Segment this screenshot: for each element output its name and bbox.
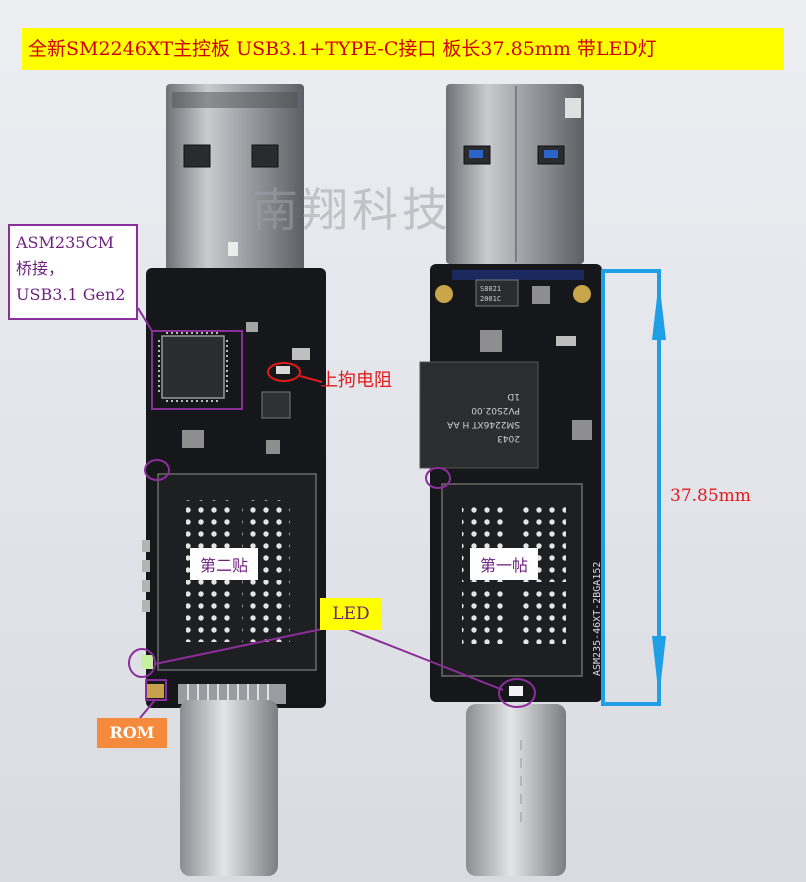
board-length-label: 37.85mm: [670, 486, 751, 506]
bridge-callout-line3: USB3.1 Gen2: [16, 285, 126, 304]
led-label: LED: [320, 598, 382, 630]
controller-chip: [419, 361, 539, 469]
first-slot-label: 第一帖: [470, 548, 539, 580]
bridge-chip: [161, 335, 225, 399]
watermark: 南翔科技: [252, 183, 452, 237]
left-type-c-connector: [180, 700, 278, 876]
rom-pads: [146, 684, 164, 698]
bridge-chip-highlight: [151, 330, 243, 410]
rom-label: ROM: [97, 718, 167, 748]
board-side-marking: ASM235-46XT-2BGA152: [592, 562, 603, 676]
left-usb-window-1: [183, 144, 211, 168]
rom-highlight: [145, 679, 167, 701]
svg-text:2043: 2043: [497, 433, 520, 443]
pull-up-resistor-label: 上拘电阻: [320, 370, 392, 391]
left-usb-a-connector: [166, 84, 304, 284]
left-led: [141, 655, 153, 669]
title-banner: 全新SM2246XT主控板 USB3.1+TYPE-C接口 板长37.85mm …: [22, 28, 784, 70]
right-pad-circle: [425, 467, 451, 489]
bridge-callout-line2: 桥接，: [16, 259, 65, 278]
svg-text:2001C: 2001C: [480, 295, 501, 303]
svg-text:SM2246XT H AA: SM2246XT H AA: [446, 419, 520, 429]
right-led: [509, 686, 523, 696]
bridge-callout: ASM235CM 桥接， USB3.1 Gen2: [8, 224, 138, 320]
right-board: S8021 2001C 2043 SM2246XT H AA PV2S02.00…: [419, 84, 603, 876]
resistor-circle: [267, 362, 301, 382]
board-length-bracket: [601, 269, 661, 706]
svg-text:1D: 1D: [507, 391, 520, 401]
bridge-callout-line1: ASM235CM: [16, 233, 115, 252]
left-pad-circle: [144, 459, 170, 481]
small-chip-marking: S8021: [480, 285, 501, 293]
right-type-c-connector: [466, 704, 566, 876]
right-led-circle: [498, 678, 536, 708]
svg-text:PV2S02.00: PV2S02.00: [471, 405, 520, 415]
left-usb-window-2: [251, 144, 279, 168]
purple-annotations: [128, 307, 536, 719]
second-slot-label: 第二贴: [190, 548, 259, 580]
